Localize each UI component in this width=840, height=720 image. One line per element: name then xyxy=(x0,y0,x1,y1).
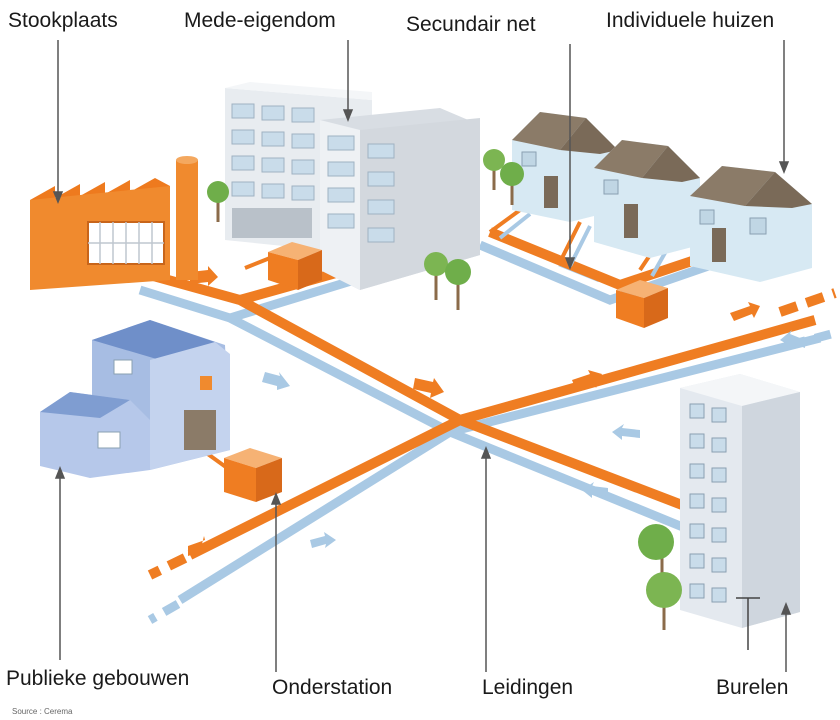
label-secundair-net: Secundair net xyxy=(406,13,536,36)
boiler-plant-illustration xyxy=(30,156,198,290)
tree xyxy=(638,524,682,630)
label-onderstation: Onderstation xyxy=(272,676,393,699)
substation-cube xyxy=(268,242,322,290)
label-burelen: Burelen xyxy=(716,676,789,699)
office-tower-illustration xyxy=(680,374,800,650)
substation-cube xyxy=(224,448,282,502)
trees xyxy=(207,149,682,630)
label-stookplaats: Stookplaats xyxy=(8,9,118,32)
tree xyxy=(207,181,229,222)
label-individuele-huizen: Individuele huizen xyxy=(606,9,775,32)
substation-cube xyxy=(616,280,668,328)
substation-cubes xyxy=(224,242,668,502)
leader-lines xyxy=(52,40,792,672)
flow-arrows-hot xyxy=(188,266,760,556)
label-mede-eigendom: Mede-eigendom xyxy=(184,9,336,32)
apartment-buildings-illustration xyxy=(225,82,480,290)
tree xyxy=(483,149,524,205)
tree xyxy=(424,252,471,310)
source-caption: Source : Cerema xyxy=(12,707,73,716)
flow-arrows-cold xyxy=(262,330,805,548)
individual-houses-illustration xyxy=(512,112,812,282)
public-buildings-illustration xyxy=(40,320,230,478)
label-publieke-gebouwen: Publieke gebouwen xyxy=(6,667,190,690)
label-leidingen: Leidingen xyxy=(482,676,574,699)
